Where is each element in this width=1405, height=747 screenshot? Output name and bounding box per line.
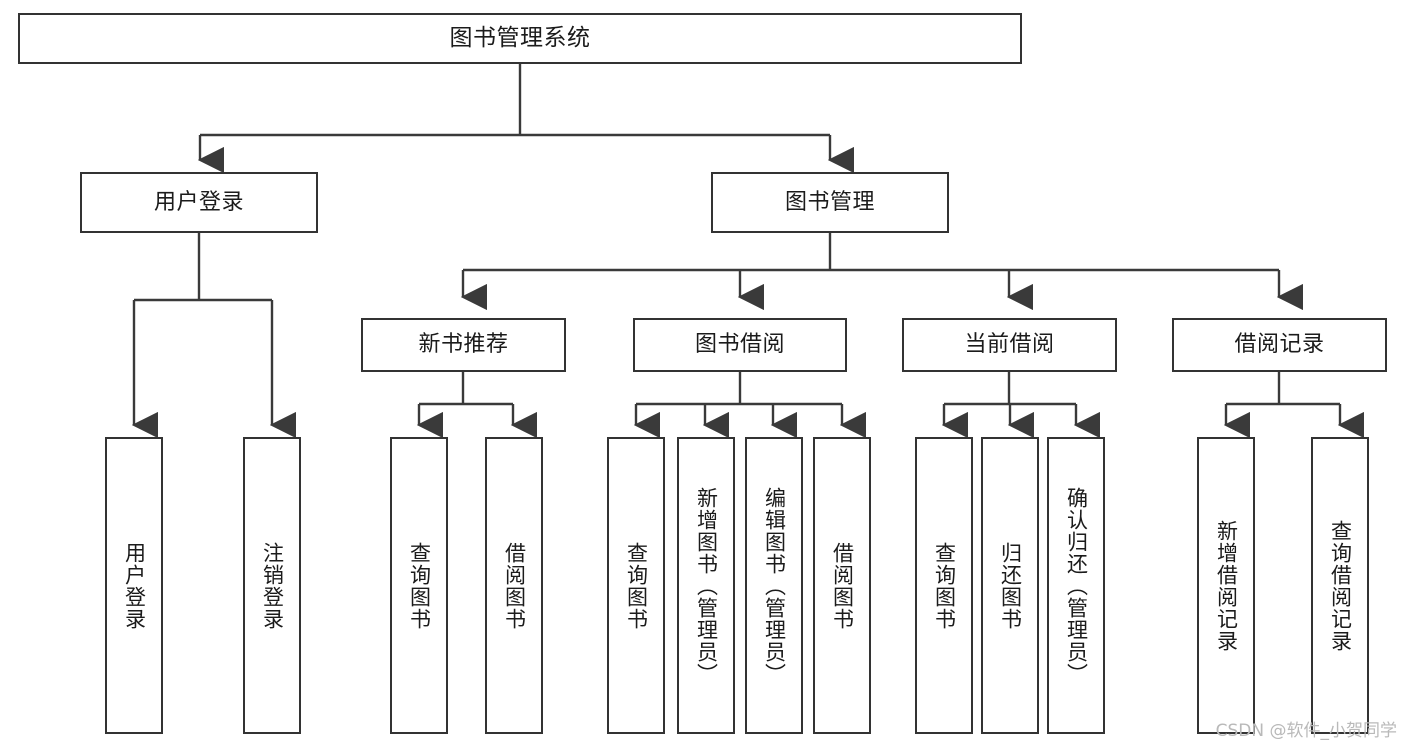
leaf-user-login-2[interactable]: 注销登录 — [243, 437, 301, 734]
node-new-book-recommend[interactable]: 新书推荐 — [361, 318, 566, 372]
leaf-borrow-record-1-label: 新增借阅记录 — [1214, 519, 1239, 652]
leaf-book-borrow-1-label: 查询图书 — [624, 541, 649, 630]
leaf-new-book-2-label: 借阅图书 — [502, 541, 527, 630]
leaf-borrow-record-2[interactable]: 查询借阅记录 — [1311, 437, 1369, 734]
node-new-book-recommend-label: 新书推荐 — [418, 332, 509, 358]
node-borrow-record[interactable]: 借阅记录 — [1172, 318, 1387, 372]
leaf-borrow-record-1[interactable]: 新增借阅记录 — [1197, 437, 1255, 734]
node-book-management[interactable]: 图书管理 — [711, 172, 949, 233]
leaf-current-borrow-2[interactable]: 归还图书 — [981, 437, 1039, 734]
leaf-book-borrow-4-label: 借阅图书 — [830, 541, 855, 630]
csdn-watermark: CSDN @软件_小贺同学 — [1215, 721, 1397, 741]
node-current-borrow[interactable]: 当前借阅 — [902, 318, 1117, 372]
node-book-management-label: 图书管理 — [784, 189, 875, 215]
leaf-user-login-2-label: 注销登录 — [260, 541, 285, 630]
leaf-borrow-record-2-label: 查询借阅记录 — [1328, 519, 1353, 652]
leaf-current-borrow-3-label: 确认归还（管理员） — [1064, 486, 1089, 685]
node-root-label: 图书管理系统 — [449, 25, 591, 52]
node-book-borrow[interactable]: 图书借阅 — [633, 318, 847, 372]
node-current-borrow-label: 当前借阅 — [964, 332, 1055, 358]
leaf-book-borrow-2-label: 新增图书（管理员） — [694, 486, 719, 685]
leaf-current-borrow-1-label: 查询图书 — [932, 541, 957, 630]
leaf-new-book-2[interactable]: 借阅图书 — [485, 437, 543, 734]
leaf-book-borrow-3-label: 编辑图书（管理员） — [762, 486, 787, 685]
node-user-login-label: 用户登录 — [153, 189, 244, 215]
leaf-user-login-1[interactable]: 用户登录 — [105, 437, 163, 734]
node-root[interactable]: 图书管理系统 — [18, 13, 1022, 64]
leaf-book-borrow-3[interactable]: 编辑图书（管理员） — [745, 437, 803, 734]
leaf-book-borrow-2[interactable]: 新增图书（管理员） — [677, 437, 735, 734]
leaf-new-book-1-label: 查询图书 — [407, 541, 432, 630]
node-user-login[interactable]: 用户登录 — [80, 172, 318, 233]
node-borrow-record-label: 借阅记录 — [1234, 332, 1325, 358]
leaf-current-borrow-1[interactable]: 查询图书 — [915, 437, 973, 734]
leaf-book-borrow-1[interactable]: 查询图书 — [607, 437, 665, 734]
leaf-book-borrow-4[interactable]: 借阅图书 — [813, 437, 871, 734]
node-book-borrow-label: 图书借阅 — [694, 332, 785, 358]
leaf-current-borrow-2-label: 归还图书 — [998, 541, 1023, 630]
leaf-user-login-1-label: 用户登录 — [122, 541, 147, 630]
leaf-new-book-1[interactable]: 查询图书 — [390, 437, 448, 734]
leaf-current-borrow-3[interactable]: 确认归还（管理员） — [1047, 437, 1105, 734]
